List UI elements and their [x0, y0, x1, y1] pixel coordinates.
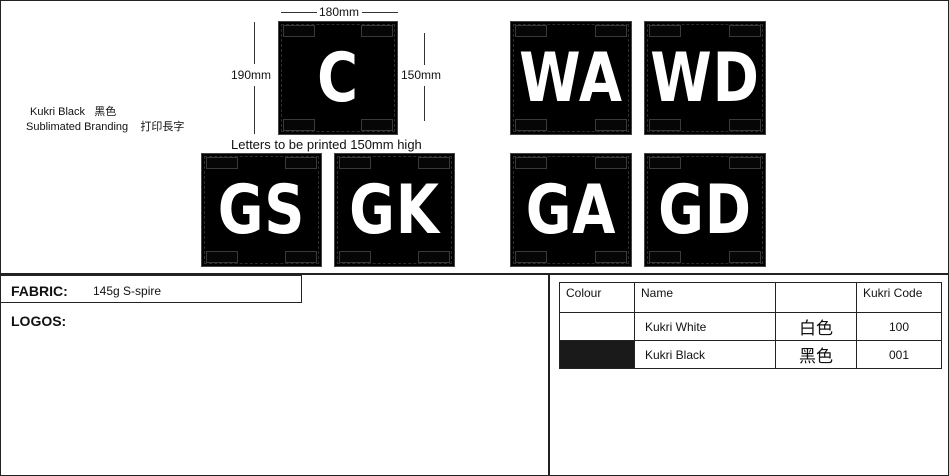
bib-letters: WA — [519, 38, 623, 118]
width-dim-line-left — [281, 12, 317, 13]
bib-letters: C — [317, 38, 359, 118]
logos-label: LOGOS: — [11, 313, 67, 329]
colour-note: Kukri Black 黑色 — [30, 103, 116, 119]
height-dim-line-right-bottom — [424, 86, 425, 121]
table-header-row: Colour Name Kukri Code — [559, 282, 942, 313]
height-dim-line-left-bottom — [254, 86, 255, 134]
branding-note: Sublimated Branding 打印長字 — [26, 118, 184, 134]
bib-letters: GS — [217, 170, 306, 250]
header-chinese — [775, 282, 857, 313]
bib-letters: GK — [349, 170, 440, 250]
section-divider — [0, 273, 949, 275]
height-dim-line-right-top — [424, 33, 425, 65]
colour-name: Kukri White — [634, 312, 776, 341]
colour-chinese: 黑色 — [775, 340, 857, 369]
colour-chinese: 白色 — [775, 312, 857, 341]
column-divider — [548, 274, 550, 476]
bib-letters: GA — [525, 170, 617, 250]
bib-letters: GD — [658, 170, 752, 250]
height-dim-line-left-top — [254, 22, 255, 64]
fabric-label: FABRIC: — [11, 283, 68, 299]
header-name: Name — [634, 282, 776, 313]
header-colour: Colour — [559, 282, 635, 313]
bib-gd: GD — [644, 153, 766, 267]
bib-ga: GA — [510, 153, 632, 267]
header-code: Kukri Code — [856, 282, 942, 313]
fabric-box — [0, 275, 302, 303]
bib-letters: WD — [650, 38, 760, 118]
branding-note-en: Sublimated Branding — [26, 121, 129, 133]
table-row: Kukri White 白色 100 — [559, 312, 942, 341]
colour-name: Kukri Black — [634, 340, 776, 369]
bib-gs: GS — [201, 153, 322, 267]
fabric-value: 145g S-spire — [93, 284, 162, 298]
colour-note-en: Kukri Black — [30, 106, 86, 118]
colour-note-zh: 黑色 — [94, 106, 117, 118]
colour-code: 001 — [856, 340, 942, 369]
height-dimension-left: 190mm — [231, 68, 272, 82]
height-dimension-right: 150mm — [401, 68, 442, 82]
table-row: Kukri Black 黑色 001 — [559, 340, 942, 369]
colour-table: Colour Name Kukri Code Kukri White 白色 10… — [559, 282, 942, 369]
bib-wa: WA — [510, 21, 632, 135]
bib-c: C — [278, 21, 398, 135]
colour-swatch-black — [559, 340, 635, 369]
bib-gk: GK — [334, 153, 455, 267]
colour-code: 100 — [856, 312, 942, 341]
bib-wd: WD — [644, 21, 766, 135]
width-dimension: 180mm — [319, 5, 360, 19]
colour-swatch-white — [559, 312, 635, 341]
branding-note-zh: 打印長字 — [140, 121, 185, 133]
width-dim-line-right — [362, 12, 398, 13]
letter-height-note: Letters to be printed 150mm high — [231, 137, 422, 152]
